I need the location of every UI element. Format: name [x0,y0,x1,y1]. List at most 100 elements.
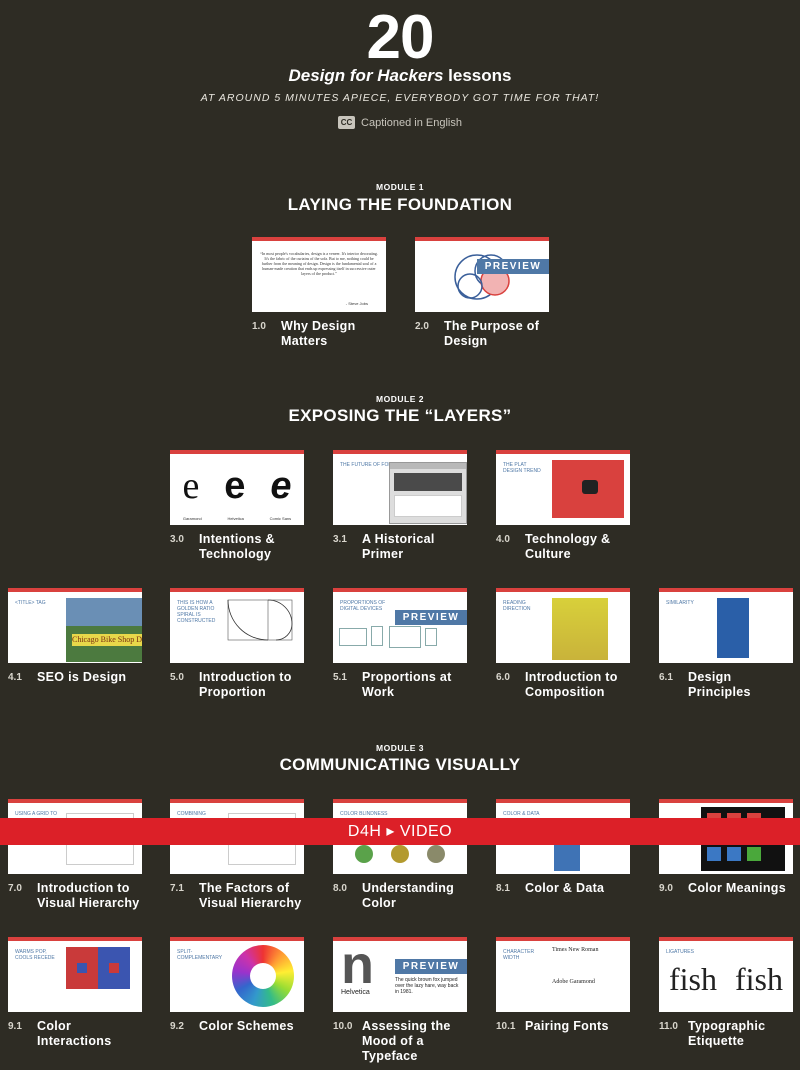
lesson-thumbnail[interactable]: READING DIRECTION [496,588,630,663]
lesson-card[interactable]: n Helvetica The quick brown fox jumped o… [333,937,467,1070]
flat-design-sample [552,460,624,518]
lesson-title[interactable]: Understanding Color [362,881,455,910]
device-outline [339,628,367,646]
hero-title-italic: Design for Hackers [288,66,444,85]
lesson-title[interactable]: Intentions & Technology [199,532,275,561]
lesson-number: 5.0 [170,672,184,683]
thumb-caption: COLOR & DATA [503,811,540,817]
color-circle [355,845,373,863]
lesson-thumbnail[interactable]: THE PLAT DESIGN TREND [496,450,630,525]
lesson-title[interactable]: The Factors of Visual Hierarchy [199,881,302,910]
hero-title: Design for Hackers lessons [0,66,800,86]
lesson-title[interactable]: Introduction to Composition [525,670,618,699]
color-circle [391,845,409,863]
lesson-number: 6.1 [659,672,673,683]
lesson-title[interactable]: Introduction to Proportion [199,670,292,699]
color-wheel [232,945,294,1007]
lesson-title[interactable]: Design Principles [688,670,751,699]
lesson-number: 8.0 [333,883,347,894]
thumb-caption: <TITLE> TAG [15,600,46,606]
thumb-caption: THE FUTURE OF FONTS [340,462,399,468]
lesson-title[interactable]: Color & Data [525,881,605,895]
lesson-card[interactable]: THE PLAT DESIGN TREND 4.0 Technology & C… [496,450,630,583]
lesson-title[interactable]: Introduction to Visual Hierarchy [37,881,140,910]
thumb-caption: READING DIRECTION [503,600,531,612]
lesson-thumbnail[interactable]: “In most people's vocabularies, design i… [252,237,386,312]
lesson-thumbnail[interactable]: SIMILARITY [659,588,793,663]
d4h-video-banner[interactable]: D4H ▸ VIDEO [0,818,800,845]
lesson-title[interactable]: Technology & Culture [525,532,611,561]
lesson-card[interactable]: “In most people's vocabularies, design i… [252,237,386,370]
thumb-caption: COLOR BLINDNESS [340,811,388,817]
lesson-card[interactable]: WARMS POP, COOLS RECEDE 9.1 Color Intera… [8,937,142,1070]
thumb-caption: LIGATURES [666,949,694,955]
lesson-card[interactable]: THIS IS HOW A GOLDEN RATIO SPIRAL IS CON… [170,588,304,721]
cool-swatch [98,947,130,989]
lesson-card[interactable]: CHARACTER WIDTH Times New Roman Adobe Ga… [496,937,630,1070]
lesson-thumbnail[interactable]: LIGATURES fish fish [659,937,793,1012]
quote-text: “In most people's vocabularies, design i… [260,251,378,276]
golden-spiral [227,599,293,641]
lesson-title[interactable]: Pairing Fonts [525,1019,609,1033]
lesson-title[interactable]: Color Interactions [37,1019,112,1048]
lesson-title[interactable]: SEO is Design [37,670,127,684]
thumb-caption: SPLIT-COMPLEMENTARY [177,949,223,961]
thumb-caption: WARMS POP, COOLS RECEDE [15,949,55,961]
venn-diagram [454,254,510,300]
captions-note: CC Captioned in English [0,116,800,129]
lesson-title[interactable]: Assessing the Mood of a Typeface [362,1019,451,1063]
lesson-title[interactable]: Color Schemes [199,1019,294,1033]
preview-badge: PREVIEW [395,959,467,974]
lesson-number: 7.1 [170,883,184,894]
preview-badge: PREVIEW [477,259,549,274]
lesson-number: 2.0 [415,321,429,332]
lesson-thumbnail[interactable]: n Helvetica The quick brown fox jumped o… [333,937,467,1012]
device-outline [389,626,421,648]
tnr-sample: Times New Roman [552,947,599,953]
lesson-title[interactable]: A Historical Primer [362,532,435,561]
lesson-card[interactable]: SIMILARITY 6.1 Design Principles [659,588,793,721]
garamond-sample: Adobe Garamond [552,979,595,985]
lesson-number: 4.0 [496,534,510,545]
lesson-thumbnail[interactable]: PROPORTIONS OF DIGITAL DEVICES PREVIEW [333,588,467,663]
lesson-title[interactable]: Why Design Matters [281,319,356,348]
e-label: Garamond [182,516,202,521]
e-label: Helvetica [227,516,244,521]
lesson-card[interactable]: READING DIRECTION 6.0 Introduction to Co… [496,588,630,721]
lesson-count: 20 [366,3,435,72]
website-screenshot: Chicago Bike Shop Di [66,598,142,662]
phone-screenshot [717,598,749,658]
lesson-thumbnail[interactable]: CHARACTER WIDTH Times New Roman Adobe Ga… [496,937,630,1012]
lesson-number: 9.2 [170,1021,184,1032]
lesson-card[interactable]: LIGATURES fish fish 11.0 Typographic Eti… [659,937,793,1070]
lesson-thumbnail[interactable]: WARMS POP, COOLS RECEDE [8,937,142,1012]
thumb-caption: THIS IS HOW A GOLDEN RATIO SPIRAL IS CON… [177,600,216,624]
lesson-title[interactable]: Typographic Etiquette [688,1019,766,1048]
lesson-thumbnail[interactable]: PREVIEW [415,237,549,312]
lesson-thumbnail[interactable]: SPLIT-COMPLEMENTARY [170,937,304,1012]
lesson-number: 9.1 [8,1021,22,1032]
lesson-card[interactable]: <TITLE> TAG Chicago Bike Shop Di 4.1 SEO… [8,588,142,721]
fish-ligature-sample: fish [735,961,783,997]
lesson-title[interactable]: The Purpose of Design [444,319,540,348]
lesson-title[interactable]: Color Meanings [688,881,786,895]
lesson-title[interactable]: Proportions at Work [362,670,452,699]
twitter-icon [582,480,598,494]
lesson-card[interactable]: PREVIEW 2.0 The Purpose of Design [415,237,549,370]
lesson-number: 4.1 [8,672,22,683]
lesson-thumbnail[interactable]: THE FUTURE OF FONTS [333,450,467,525]
lesson-card[interactable]: THE FUTURE OF FONTS 3.1 A Historical Pri… [333,450,467,583]
lesson-thumbnail[interactable]: <TITLE> TAG Chicago Bike Shop Di [8,588,142,663]
lesson-number: 7.0 [8,883,22,894]
module-label: MODULE 3 [376,743,424,753]
lesson-card[interactable]: PROPORTIONS OF DIGITAL DEVICES PREVIEW 5… [333,588,467,721]
lesson-thumbnail[interactable]: THIS IS HOW A GOLDEN RATIO SPIRAL IS CON… [170,588,304,663]
color-circle [427,845,445,863]
captions-label: Captioned in English [361,116,462,129]
lesson-number: 10.0 [333,1021,353,1032]
device-outline [371,626,383,646]
lesson-card[interactable]: SPLIT-COMPLEMENTARY 9.2 Color Schemes [170,937,304,1070]
